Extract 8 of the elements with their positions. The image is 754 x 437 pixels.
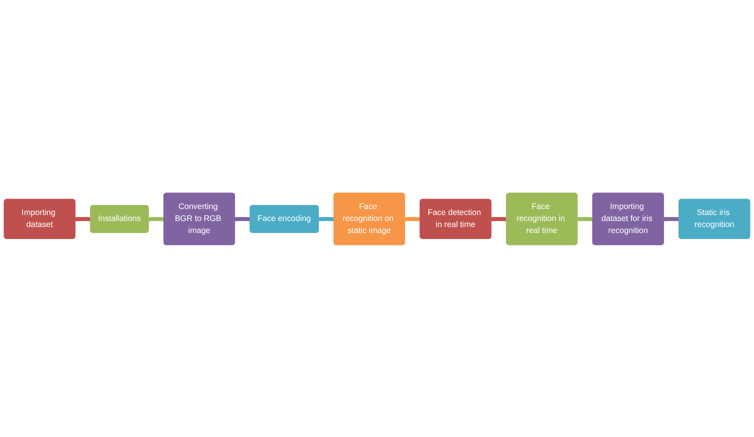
connector	[74, 216, 92, 221]
connector	[318, 216, 335, 221]
connector	[234, 216, 251, 221]
connector	[576, 216, 594, 221]
connector	[148, 216, 165, 221]
connector	[490, 216, 508, 221]
connector	[404, 216, 421, 221]
connector	[663, 216, 680, 221]
